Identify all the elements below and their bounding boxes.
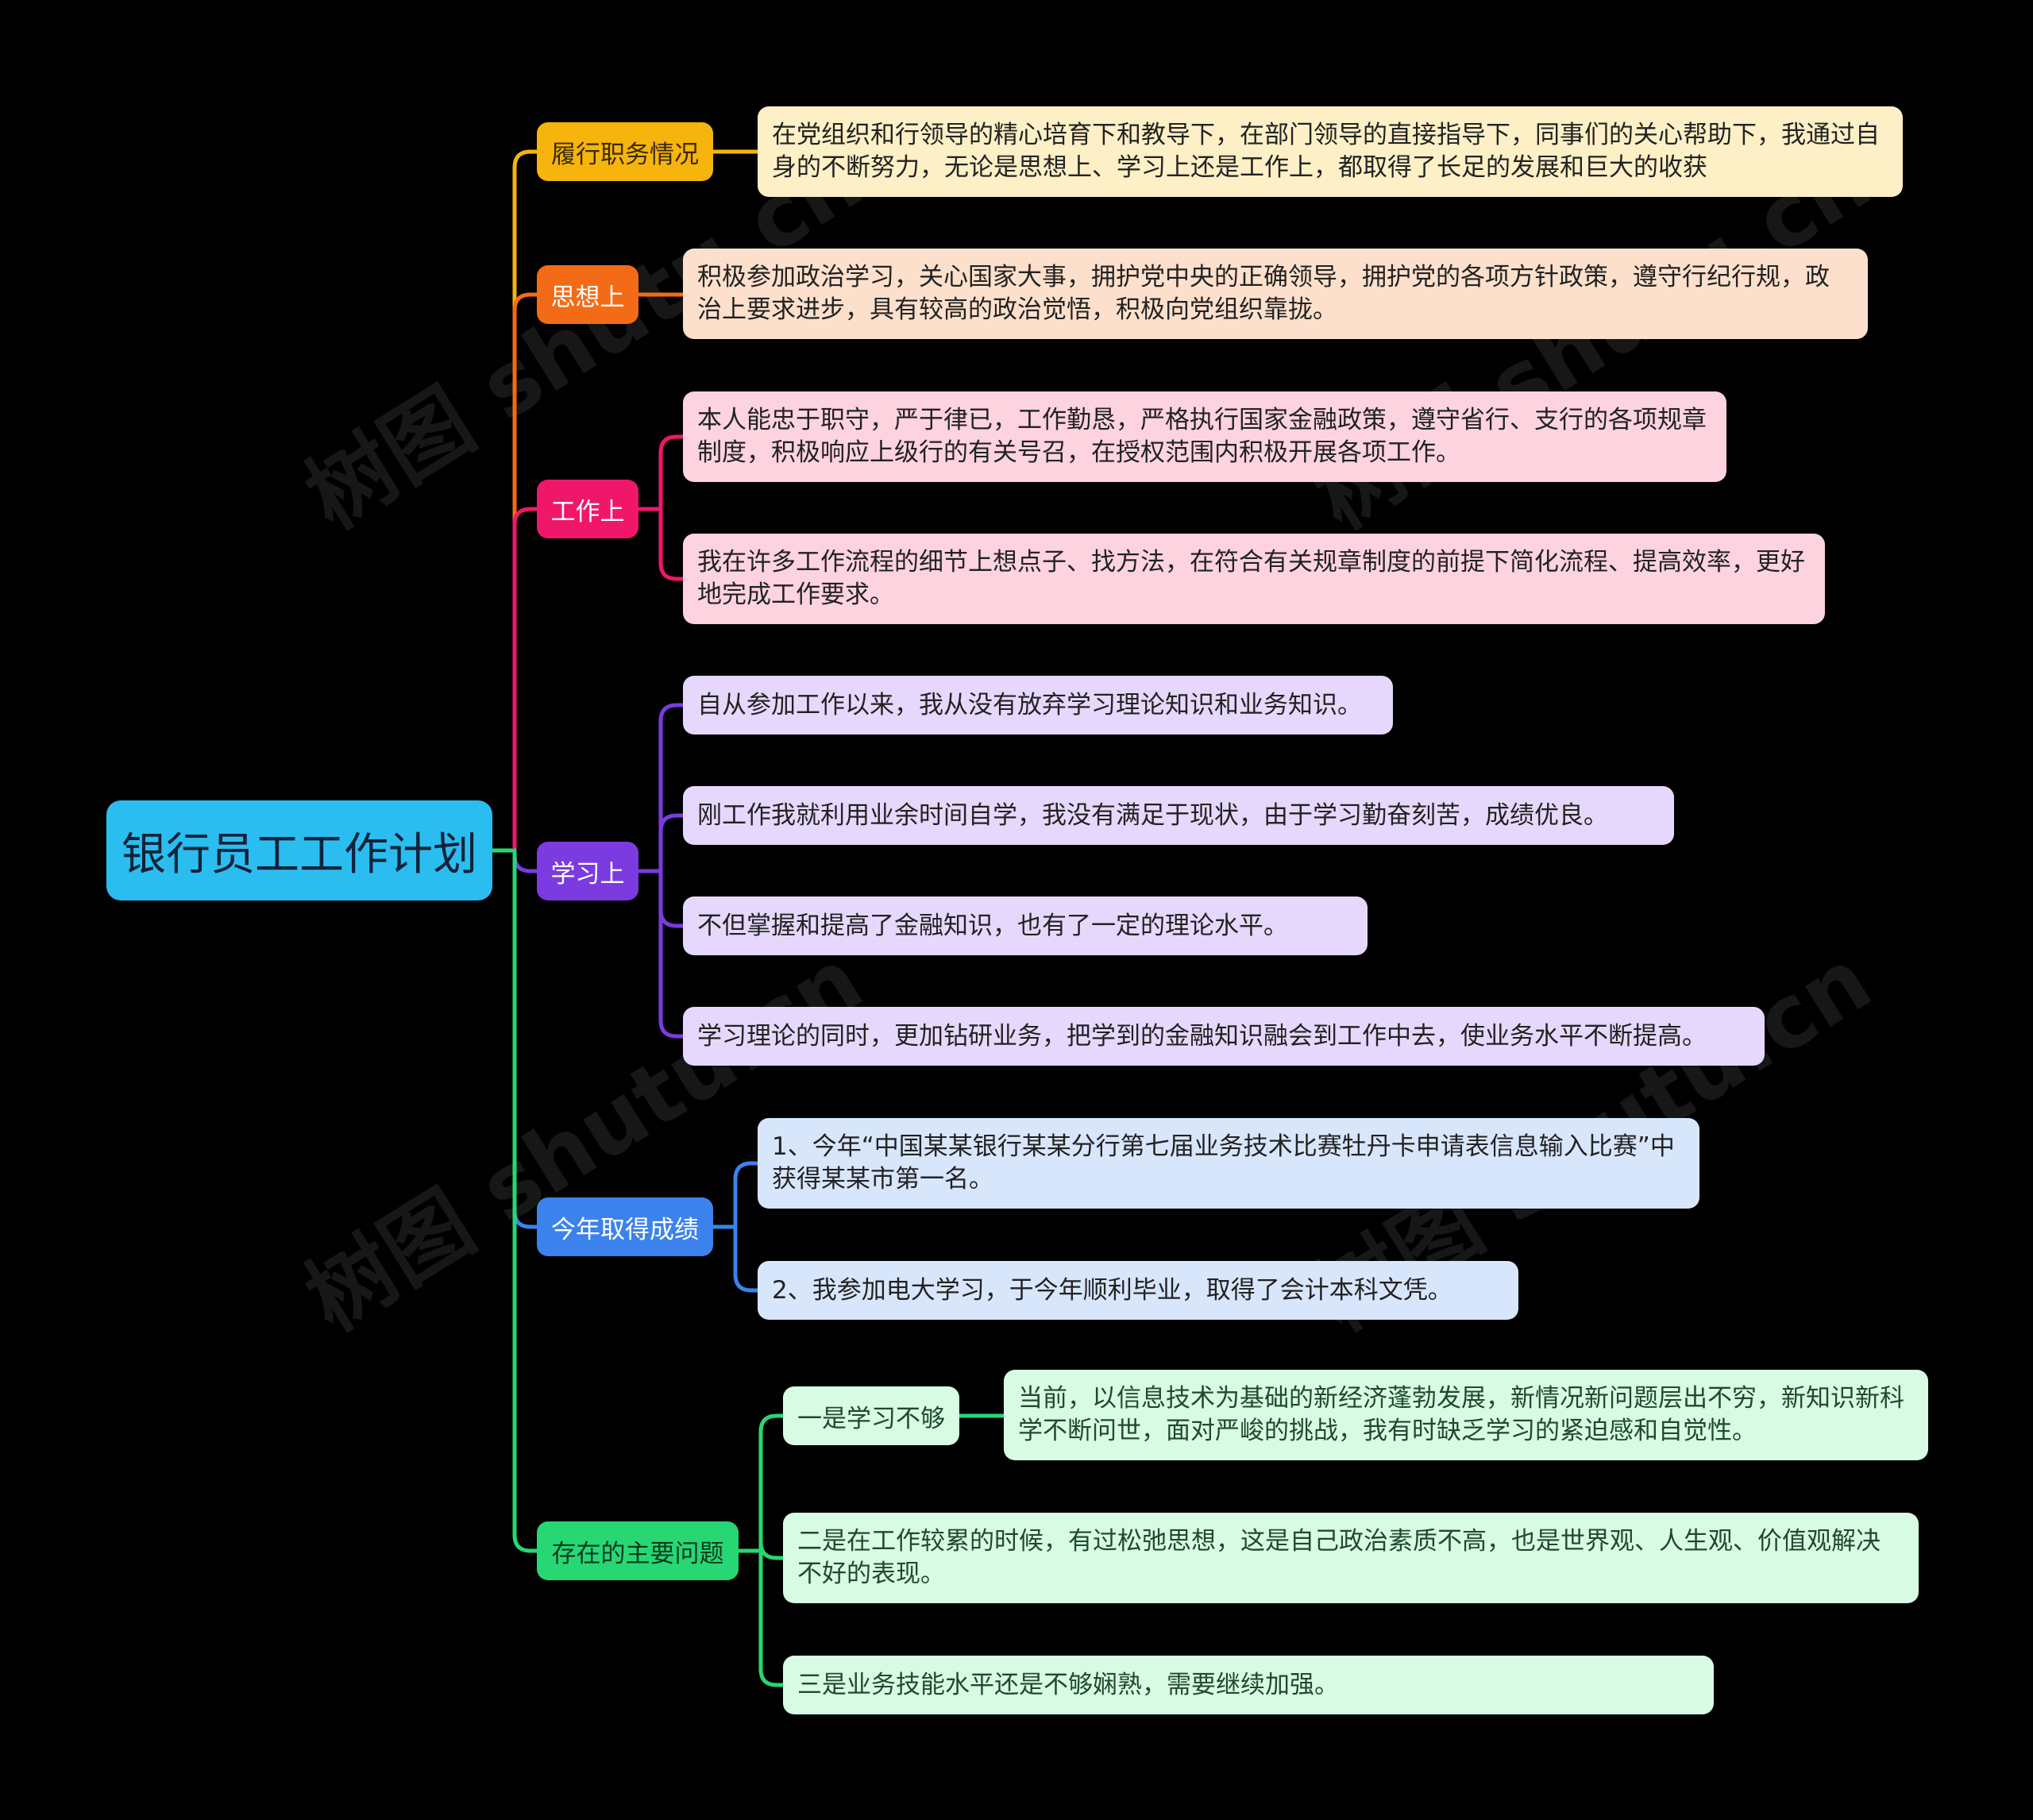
connector-branch-0	[512, 149, 539, 853]
connector-branch-2	[512, 507, 539, 853]
branch-problems[interactable]: 存在的主要问题	[537, 1521, 739, 1580]
connector-work-1	[636, 507, 685, 581]
leaf-duty-1[interactable]: 在党组织和行领导的精心培育下和教导下，在部门领导的直接指导下，同事们的关心帮助下…	[758, 106, 1903, 197]
leaf-study-4[interactable]: 学习理论的同时，更加钻研业务，把学到的金融知识融会到工作中去，使业务水平不断提高…	[683, 1007, 1765, 1066]
leaf-problems-1[interactable]: 当前，以信息技术为基础的新经济蓬勃发展，新情况新问题层出不穷，新知识新科学不断问…	[1004, 1370, 1928, 1460]
connector-study-0	[636, 703, 685, 873]
leaf-thought-1[interactable]: 积极参加政治学习，关心国家大事，拥护党中央的正确领导，拥护党的各项方针政策，遵守…	[683, 249, 1868, 339]
connector-branch-5	[512, 848, 539, 1553]
connector-achievements-0	[711, 1161, 760, 1229]
leaf-study-1[interactable]: 自从参加工作以来，我从没有放弃学习理论知识和业务知识。	[683, 676, 1393, 735]
connector-work-0	[636, 434, 685, 511]
connector-problems-1	[736, 1541, 785, 1560]
connector-problems-2	[736, 1548, 785, 1687]
branch-achievements[interactable]: 今年取得成绩	[537, 1197, 713, 1256]
connector-branch-1	[512, 292, 539, 853]
leaf-work-2[interactable]: 我在许多工作流程的细节上想点子、找方法，在符合有关规章制度的前提下简化流程、提高…	[683, 534, 1825, 624]
leaf-work-1[interactable]: 本人能忠于职守，严于律已，工作勤恳，严格执行国家金融政策，遵守省行、支行的各项规…	[683, 391, 1726, 482]
branch-thought[interactable]: 思想上	[537, 265, 638, 324]
leaf-problems-2[interactable]: 二是在工作较累的时候，有过松弛思想，这是自己政治素质不高，也是世界观、人生观、价…	[783, 1513, 1919, 1603]
leaf-achievements-1[interactable]: 1、今年“中国某某银行某某分行第七届业务技术比赛牡丹卡申请表信息输入比赛”中获得…	[758, 1118, 1699, 1209]
connector-study-1	[636, 813, 685, 873]
branch-duty[interactable]: 履行职务情况	[537, 122, 713, 181]
connector-achievements-1	[711, 1224, 760, 1293]
connector-branch-3	[512, 848, 539, 873]
branch-study[interactable]: 学习上	[537, 842, 638, 900]
leaf-study-3[interactable]: 不但掌握和提高了金融知识，也有了一定的理论水平。	[683, 897, 1368, 955]
root-topic[interactable]: 银行员工工作计划	[106, 800, 492, 900]
sub-topic-insufficient-study[interactable]: 一是学习不够	[783, 1386, 959, 1445]
branch-work[interactable]: 工作上	[537, 480, 638, 538]
leaf-study-2[interactable]: 刚工作我就利用业余时间自学，我没有满足于现状，由于学习勤奋刻苦，成绩优良。	[683, 786, 1674, 845]
leaf-problems-3[interactable]: 三是业务技能水平还是不够娴熟，需要继续加强。	[783, 1656, 1714, 1714]
leaf-achievements-2[interactable]: 2、我参加电大学习，于今年顺利毕业，取得了会计本科文凭。	[758, 1261, 1518, 1320]
connector-study-3	[636, 869, 685, 1039]
connector-problems-0	[736, 1413, 785, 1553]
connector-branch-4	[512, 848, 539, 1229]
